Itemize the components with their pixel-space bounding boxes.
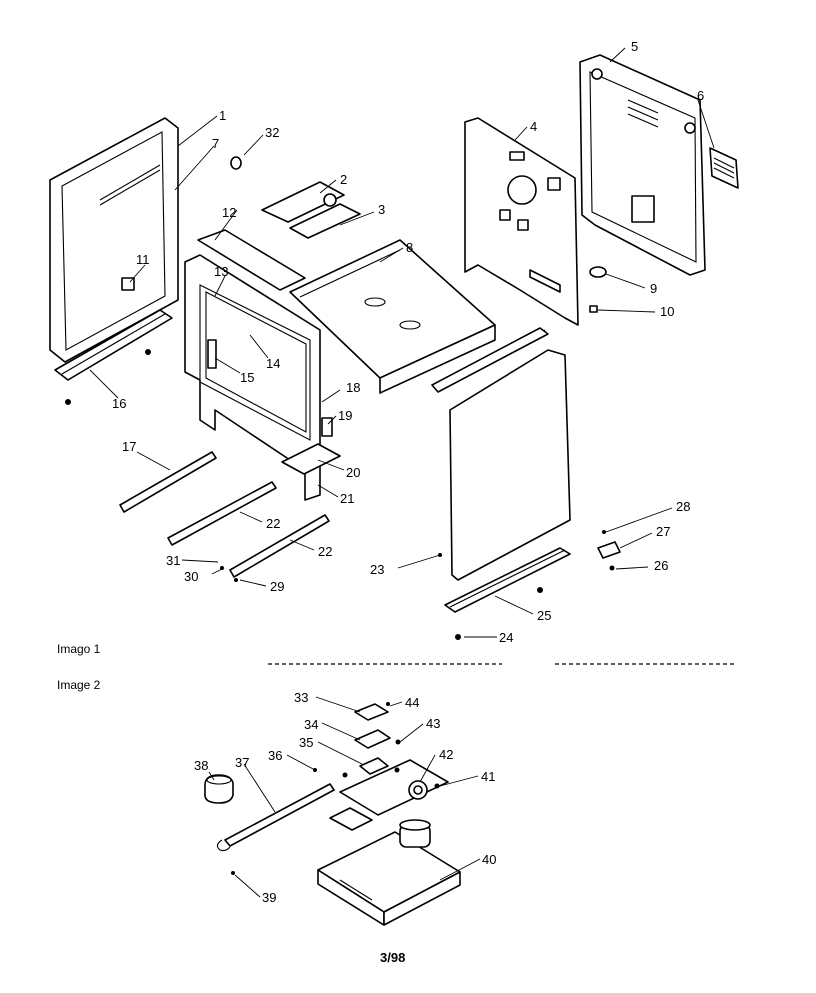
rail-22-lower <box>229 514 330 578</box>
screws <box>65 349 615 640</box>
control-module <box>317 703 461 926</box>
image-2-label: Image 2 <box>57 678 101 692</box>
part-label: 35 <box>299 735 313 750</box>
part-label: 17 <box>122 439 136 454</box>
image-1-label: Imago 1 <box>57 642 101 656</box>
rod-37-end <box>216 839 231 852</box>
leader-lines-image-1 <box>89 47 715 638</box>
part-label: 32 <box>265 125 279 140</box>
part-label: 30 <box>184 569 198 584</box>
part-label: 28 <box>676 499 690 514</box>
part-10-screw <box>589 305 598 313</box>
part-label: 27 <box>656 524 670 539</box>
part-label: 23 <box>370 562 384 577</box>
part-label: 25 <box>537 608 551 623</box>
part-32-clip <box>230 156 242 170</box>
rail-22-upper <box>167 481 277 546</box>
part-20-plate <box>281 443 341 475</box>
part-number-labels: 1 2 3 4 5 6 7 8 9 10 11 12 13 14 15 16 1… <box>112 39 704 905</box>
part-label: 10 <box>660 304 674 319</box>
part-label: 40 <box>482 852 496 867</box>
part-9-bracket <box>589 266 607 278</box>
part-label: 21 <box>340 491 354 506</box>
leader-lines-image-2 <box>208 696 481 898</box>
left-base-rail <box>54 309 173 381</box>
part-label: 19 <box>338 408 352 423</box>
part-label: 22 <box>318 544 332 559</box>
part-label: 20 <box>346 465 360 480</box>
part-label: 37 <box>235 755 249 770</box>
part-label: 1 <box>219 108 226 123</box>
rod-37 <box>224 783 335 847</box>
part-label: 16 <box>112 396 126 411</box>
screws-image-2 <box>231 702 440 875</box>
part-19-bracket <box>321 417 333 437</box>
part-label: 39 <box>262 890 276 905</box>
part-label: 12 <box>222 205 236 220</box>
front-frame <box>184 254 321 501</box>
part-label: 5 <box>631 39 638 54</box>
right-side-panel <box>431 327 571 581</box>
knob-38 <box>204 774 234 804</box>
control-bracket <box>261 181 361 239</box>
part-label: 29 <box>270 579 284 594</box>
part-label: 43 <box>426 716 440 731</box>
part-label: 15 <box>240 370 254 385</box>
part-label: 6 <box>697 88 704 103</box>
part-label: 2 <box>340 172 347 187</box>
part-label: 24 <box>499 630 513 645</box>
part-label: 7 <box>212 136 219 151</box>
right-base-rail <box>444 547 571 613</box>
label-plate <box>709 147 739 189</box>
left-side-panel <box>49 117 179 363</box>
part-label: 3 <box>378 202 385 217</box>
part-label: 33 <box>294 690 308 705</box>
part-label: 11 <box>136 252 150 267</box>
part-label: 26 <box>654 558 668 573</box>
part-label: 44 <box>405 695 419 710</box>
part-label: 42 <box>439 747 453 762</box>
part-label: 14 <box>266 356 280 371</box>
part-label: 8 <box>406 240 413 255</box>
part-label: 38 <box>194 758 208 773</box>
part-label: 41 <box>481 769 495 784</box>
part-label: 22 <box>266 516 280 531</box>
part-label: 31 <box>166 553 180 568</box>
oven-bottom-panel <box>289 239 496 394</box>
page-footer: 3/98 <box>380 950 405 965</box>
top-panel <box>197 229 306 291</box>
rear-panel <box>464 117 579 326</box>
part-label: 9 <box>650 281 657 296</box>
part-label: 13 <box>214 264 228 279</box>
rail-17 <box>119 451 217 513</box>
part-27-bracket <box>597 541 621 559</box>
part-label: 4 <box>530 119 537 134</box>
part-label: 36 <box>268 748 282 763</box>
part-label: 34 <box>304 717 318 732</box>
rear-cover <box>579 54 706 276</box>
part-label: 18 <box>346 380 360 395</box>
